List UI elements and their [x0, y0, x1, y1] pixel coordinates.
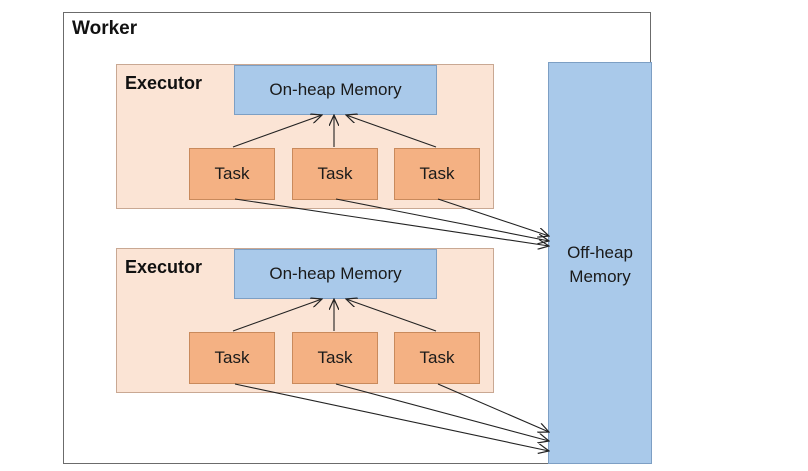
task-box: Task: [394, 148, 480, 200]
offheap-label-line1: Off-heap: [567, 243, 633, 262]
offheap-memory-box: Off-heap Memory: [548, 62, 652, 464]
offheap-memory-label: Off-heap Memory: [549, 241, 651, 289]
task-box: Task: [189, 332, 275, 384]
task-box: Task: [394, 332, 480, 384]
executor-title: Executor: [125, 257, 203, 277]
worker-title: Worker: [72, 18, 138, 39]
onheap-memory-box: On-heap Memory: [234, 65, 437, 115]
executor-box-1: Executor On-heap Memory Task Task Task: [116, 64, 494, 209]
task-box: Task: [292, 332, 378, 384]
offheap-label-line2: Memory: [569, 267, 631, 286]
task-box: Task: [189, 148, 275, 200]
executor-title: Executor: [125, 73, 203, 93]
executor-box-2: Executor On-heap Memory Task Task Task: [116, 248, 494, 393]
task-box: Task: [292, 148, 378, 200]
onheap-memory-box: On-heap Memory: [234, 249, 437, 299]
